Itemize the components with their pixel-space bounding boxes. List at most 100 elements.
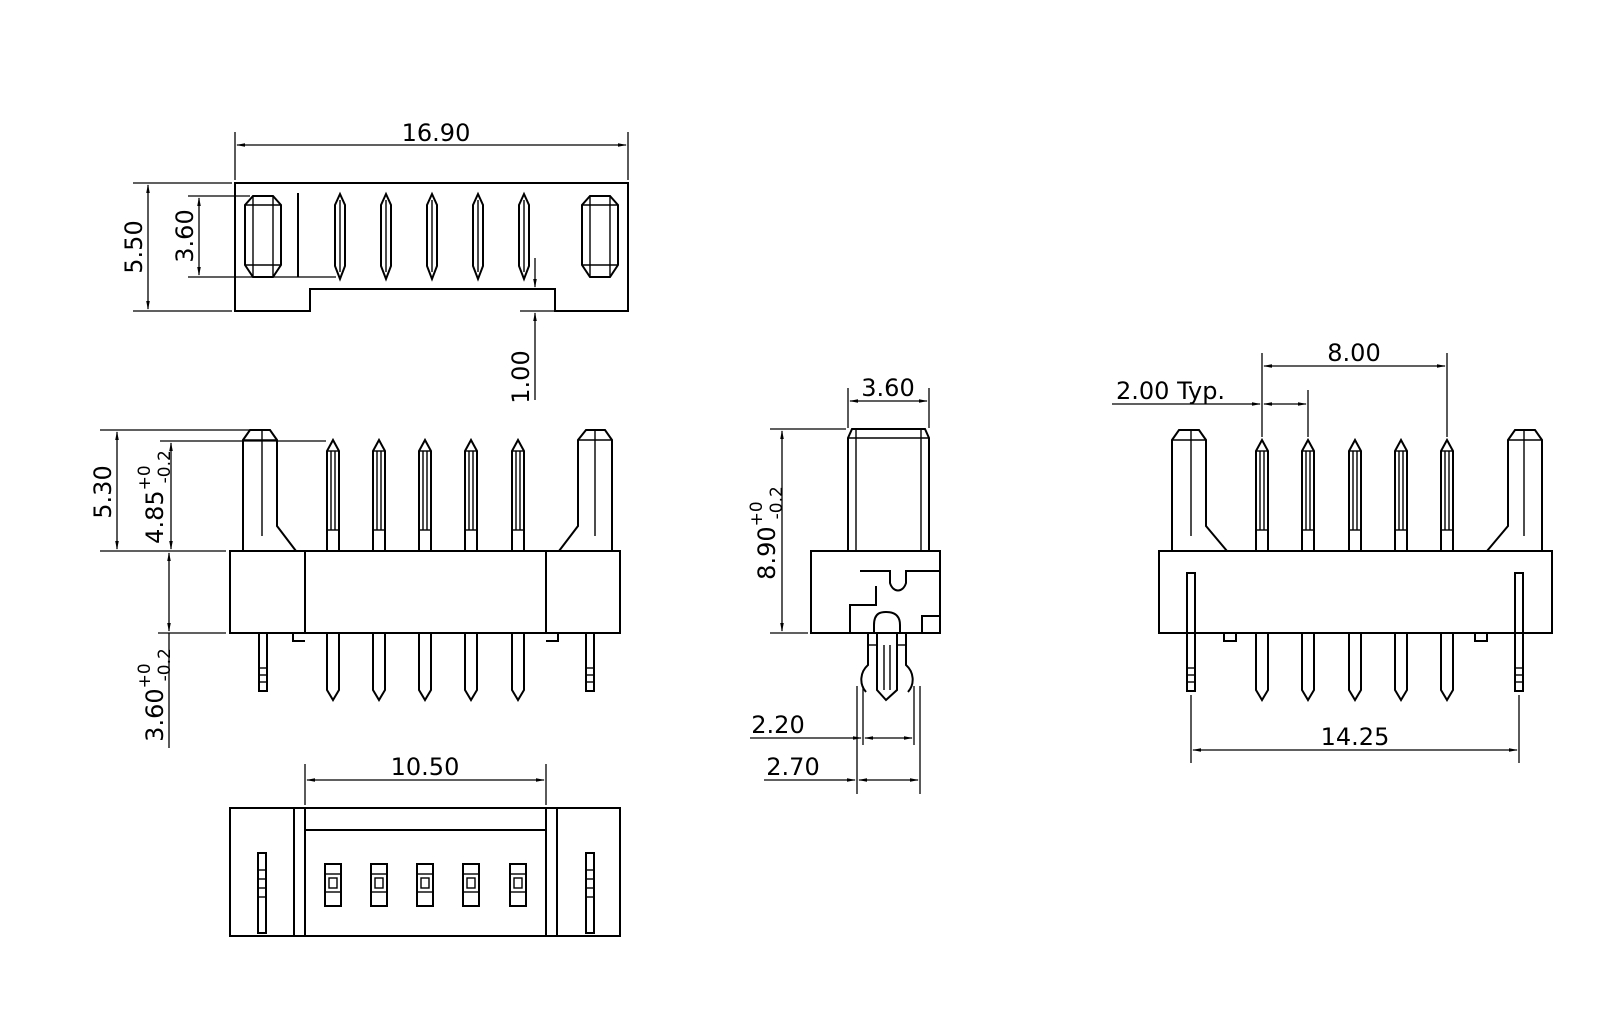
dim-top-step: 1.00 — [507, 258, 555, 404]
rear-pin-upper — [1440, 437, 1454, 551]
bottom-pin-outline — [370, 863, 388, 907]
dim-top-width: 16.90 — [234, 119, 629, 180]
label-top-height: 5.50 — [120, 220, 148, 273]
bottom-pin — [509, 863, 527, 907]
label-side-width: 3.60 — [861, 374, 914, 402]
dim-front-pin-tail: 3.60+0-0.2 — [135, 552, 226, 748]
top-pin-outline — [426, 191, 438, 282]
top-view-mount-posts — [244, 195, 619, 278]
front-view-pins — [326, 437, 525, 702]
label-rear-pitch: 2.00 Typ. — [1116, 377, 1225, 405]
front-left-post — [242, 429, 297, 692]
front-pin — [464, 437, 478, 702]
front-right-post — [558, 429, 613, 692]
bottom-pin-square — [466, 877, 476, 889]
rear-pin — [1394, 437, 1408, 702]
rear-pin-upper — [1348, 437, 1362, 551]
bottom-pin-outline — [462, 863, 480, 907]
top-pin-outline — [472, 191, 484, 282]
side-view — [810, 428, 941, 702]
front-pin — [326, 437, 340, 702]
top-pin-outline — [334, 191, 346, 282]
dim-front-pin-main: 4.85+0-0.2 — [135, 440, 326, 550]
rear-pin-upper — [1301, 437, 1315, 551]
front-pin-lower — [511, 633, 525, 702]
dim-top-inner: 3.60 — [171, 195, 336, 278]
bottom-pin — [416, 863, 434, 907]
top-right-post — [581, 195, 619, 278]
bottom-left-post — [257, 852, 267, 934]
label-side-height: 8.90 — [753, 526, 781, 579]
front-pin-lower — [464, 633, 478, 702]
front-pin — [511, 437, 525, 702]
front-pin-lower — [418, 633, 432, 702]
bottom-pin-square — [420, 877, 430, 889]
label-front-height: 5.30 — [89, 465, 117, 518]
rear-view-pins — [1255, 437, 1454, 702]
top-pin — [334, 191, 346, 282]
top-pin — [380, 191, 392, 282]
dim-side-d1: 2.20 — [750, 686, 915, 745]
dim-rear-pitch: 2.00 Typ. — [1112, 377, 1309, 437]
front-pin-lower — [326, 633, 340, 702]
label-tol-minus: -0.2 — [155, 450, 175, 483]
top-pin — [472, 191, 484, 282]
rear-pin-lower — [1348, 633, 1362, 702]
top-left-post — [244, 195, 282, 278]
rear-pin — [1440, 437, 1454, 702]
rear-view — [1158, 429, 1553, 702]
label-tol-plus-3: +0 — [747, 501, 767, 526]
side-latch — [849, 570, 940, 633]
label-top-inner: 3.60 — [171, 209, 199, 262]
label-tol-minus-2: -0.2 — [155, 648, 175, 681]
bottom-view-pins — [324, 863, 527, 907]
front-pin-upper — [372, 437, 386, 551]
front-view — [229, 429, 621, 702]
bottom-pin-outline — [324, 863, 342, 907]
rear-left-post — [1171, 429, 1228, 692]
rear-pin — [1348, 437, 1362, 702]
front-pin-upper — [326, 437, 340, 551]
front-pin-upper — [418, 437, 432, 551]
dim-rear-width: 14.25 — [1190, 695, 1520, 763]
dim-side-width: 3.60 — [847, 374, 930, 428]
bottom-pin-square — [513, 877, 523, 889]
label-tol-plus: +0 — [135, 465, 155, 490]
rear-pin-lower — [1255, 633, 1269, 702]
rear-pin-lower — [1394, 633, 1408, 702]
label-front-pin-tail: 3.60 — [141, 688, 169, 741]
bottom-view — [229, 807, 621, 937]
rear-pin-upper — [1255, 437, 1269, 551]
rear-pin-upper — [1394, 437, 1408, 551]
bottom-pin-square — [328, 877, 338, 889]
svg-text:3.60+0-0.2: 3.60+0-0.2 — [135, 648, 175, 742]
bottom-right-post — [585, 852, 595, 934]
bottom-pin — [370, 863, 388, 907]
dim-rear-span: 8.00 — [1261, 339, 1448, 437]
svg-text:8.90+0-0.2: 8.90+0-0.2 — [747, 486, 787, 580]
bottom-pin-outline — [416, 863, 434, 907]
top-pin-outline — [518, 191, 530, 282]
front-pin-upper — [511, 437, 525, 551]
rear-pin — [1255, 437, 1269, 702]
bottom-pin — [324, 863, 342, 907]
side-pin — [860, 633, 914, 702]
label-top-step: 1.00 — [507, 350, 535, 403]
dim-side-height: 8.90+0-0.2 — [747, 428, 846, 634]
top-pin-outline — [380, 191, 392, 282]
label-tol-minus-3: -0.2 — [767, 486, 787, 519]
top-view-pins — [334, 191, 530, 282]
top-pin — [518, 191, 530, 282]
label-rear-span: 8.00 — [1327, 339, 1380, 367]
top-pin — [426, 191, 438, 282]
rear-pin-lower — [1301, 633, 1315, 702]
dim-top-height: 5.50 — [120, 182, 232, 312]
dim-front-height: 5.30 — [89, 429, 250, 552]
front-pin-lower — [372, 633, 386, 702]
bottom-pin — [462, 863, 480, 907]
label-side-d2: 2.70 — [766, 753, 819, 781]
label-rear-width: 14.25 — [1321, 723, 1390, 751]
label-front-pin-main: 4.85 — [141, 490, 169, 543]
label-side-d1: 2.20 — [751, 711, 804, 739]
